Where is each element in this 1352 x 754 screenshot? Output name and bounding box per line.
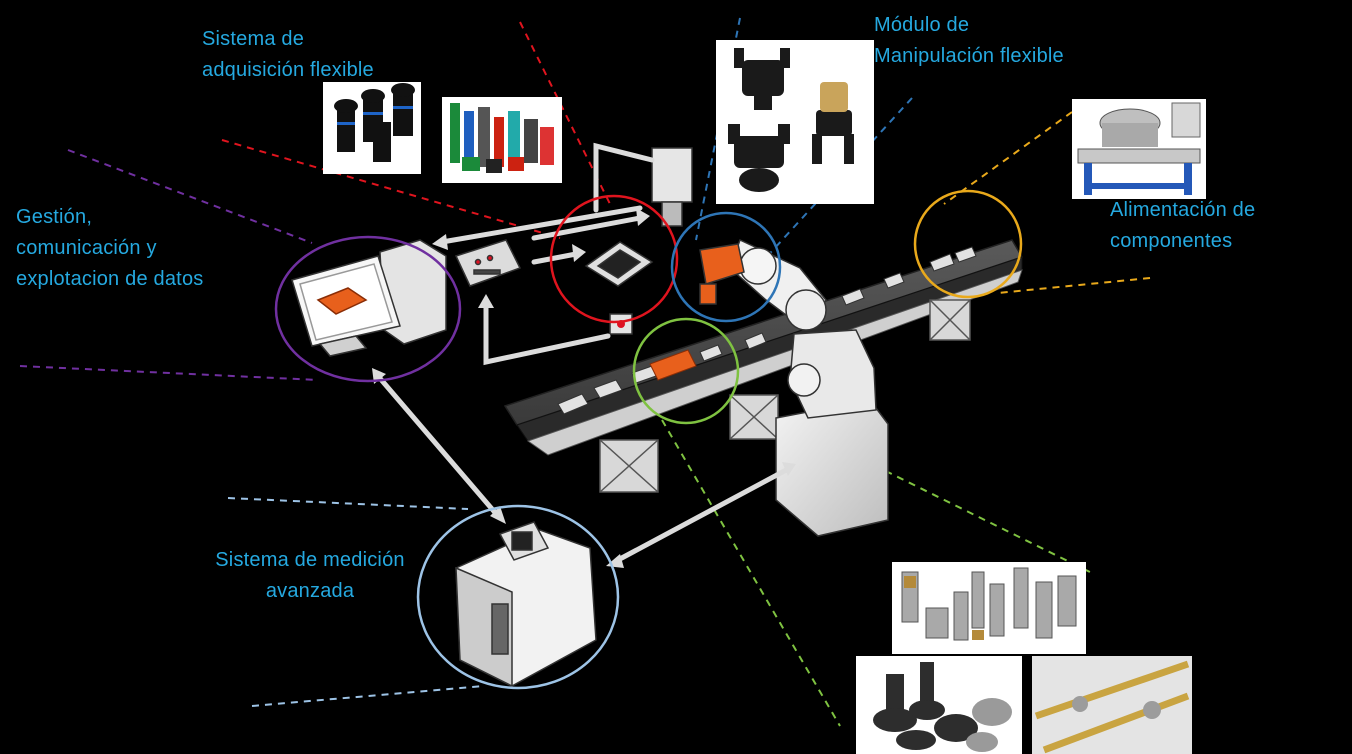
- laser-sensor-icon: [609, 313, 633, 335]
- lightblue-leader-top: [227, 497, 469, 510]
- label-line: explotacion de datos: [16, 268, 204, 290]
- smart-camera-icon: [651, 147, 693, 227]
- threaded-rods-photo: [1032, 656, 1192, 754]
- label-acquisition-system: Sistema de adquisición flexible: [202, 24, 374, 86]
- label-line: Manipulación flexible: [874, 45, 1064, 67]
- ring-light-icon: [584, 241, 654, 287]
- measurement-machine-icon: [455, 521, 597, 688]
- lightblue-leader-bottom: [251, 685, 485, 707]
- label-manipulation-module: Módulo de Manipulación flexible: [874, 10, 1064, 72]
- blue-leader-top: [695, 17, 741, 241]
- purple-leader-top: [67, 149, 313, 244]
- purple-circle: [274, 235, 462, 383]
- label-line: Módulo de: [874, 14, 970, 36]
- green-circle: [632, 317, 740, 425]
- blue-circle: [670, 211, 782, 323]
- blue-leader-right: [761, 97, 913, 263]
- arrow-heads: [372, 208, 796, 568]
- robot-grippers-photo: [716, 40, 874, 204]
- purple-leader-bottom: [19, 365, 319, 381]
- camera-lenses-photo: [323, 82, 421, 174]
- vibratory-feeder-photo: [1072, 99, 1206, 199]
- label-line: comunicación y: [16, 237, 157, 259]
- flow-arrows: [375, 142, 793, 563]
- highlight-circles: [274, 189, 1023, 690]
- highlighted-part-icon: [649, 349, 697, 381]
- lightblue-circle: [416, 504, 620, 690]
- label-line: componentes: [1110, 230, 1233, 252]
- computer-workstation-icon: [291, 239, 447, 357]
- label-line: Sistema de: [202, 28, 305, 50]
- label-line: Alimentación de: [1110, 199, 1256, 221]
- label-line: adquisición flexible: [202, 59, 374, 81]
- label-line: avanzada: [265, 580, 355, 602]
- controller-box-icon: [454, 239, 522, 287]
- label-line: Gestión,: [16, 206, 93, 228]
- yellow-circle: [913, 189, 1023, 299]
- label-line: Sistema de medición: [215, 549, 405, 571]
- red-circle: [549, 194, 679, 324]
- label-data-management: Gestión, comunicación y explotacion de d…: [16, 202, 203, 295]
- knobs-parts-photo: [856, 656, 1022, 754]
- red-leader-left: [221, 139, 561, 239]
- label-measurement-system: Sistema de medición avanzada: [200, 545, 420, 607]
- yellow-leader-top: [943, 111, 1073, 205]
- label-component-feeding: Alimentación de componentes: [1110, 195, 1255, 257]
- lighting-accessories-photo: [442, 97, 562, 183]
- machined-parts-photo: [892, 562, 1086, 654]
- yellow-leader-bottom: [997, 277, 1151, 294]
